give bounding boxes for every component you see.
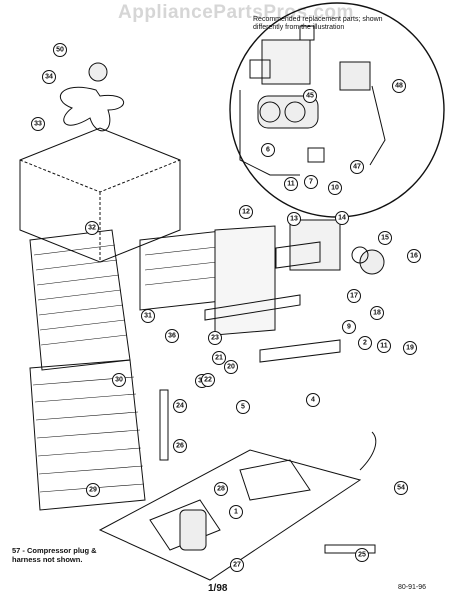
- svg-text:32: 32: [88, 225, 96, 232]
- svg-text:19: 19: [406, 345, 414, 352]
- svg-text:26: 26: [176, 443, 184, 450]
- callout-20: 20: [224, 360, 238, 374]
- control-panel: [214, 225, 276, 336]
- svg-text:27: 27: [233, 562, 241, 569]
- callout-30: 30: [112, 373, 126, 387]
- fan-blade: [60, 86, 125, 132]
- callout-18: 18: [370, 306, 384, 320]
- callout-28: 28: [214, 482, 228, 496]
- svg-text:45: 45: [306, 93, 314, 100]
- svg-text:36: 36: [168, 333, 176, 340]
- svg-text:17: 17: [350, 293, 358, 300]
- callout-24: 24: [173, 399, 187, 413]
- callout-17: 17: [347, 289, 361, 303]
- svg-text:7: 7: [309, 179, 313, 186]
- svg-text:16: 16: [410, 253, 418, 260]
- svg-text:21: 21: [215, 355, 223, 362]
- callout-54: 54: [394, 481, 408, 495]
- callout-7: 7: [304, 175, 318, 189]
- callout-22: 22: [201, 373, 215, 387]
- callout-21: 21: [212, 351, 226, 365]
- svg-text:22: 22: [204, 377, 212, 384]
- callout-36: 36: [165, 329, 179, 343]
- svg-text:34: 34: [45, 74, 53, 81]
- svg-text:15: 15: [381, 235, 389, 242]
- cabinet: [19, 127, 181, 263]
- fan-motor: [88, 62, 108, 82]
- svg-text:28: 28: [217, 486, 225, 493]
- svg-text:12: 12: [242, 209, 250, 216]
- callout-4: 4: [306, 393, 320, 407]
- base-pan: [98, 449, 362, 581]
- svg-text:10: 10: [331, 185, 339, 192]
- svg-text:25: 25: [358, 552, 366, 559]
- callout-45: 45: [303, 89, 317, 103]
- callout-15: 15: [378, 231, 392, 245]
- callout-34: 34: [42, 70, 56, 84]
- svg-text:24: 24: [176, 403, 184, 410]
- callout-11: 11: [377, 339, 391, 353]
- callout-50: 50: [53, 43, 67, 57]
- svg-text:14: 14: [338, 215, 346, 222]
- callout-33: 33: [31, 117, 45, 131]
- svg-text:48: 48: [395, 83, 403, 90]
- compressor: [179, 509, 207, 551]
- svg-text:11: 11: [287, 181, 295, 188]
- terminal-strip: [204, 294, 301, 321]
- callout-48: 48: [392, 79, 406, 93]
- callout-6: 6: [261, 143, 275, 157]
- svg-text:6: 6: [266, 147, 270, 154]
- svg-text:20: 20: [227, 364, 235, 371]
- callout-26: 26: [173, 439, 187, 453]
- svg-text:31: 31: [144, 313, 152, 320]
- callout-19: 19: [403, 341, 417, 355]
- burner: [257, 95, 319, 129]
- svg-text:11: 11: [380, 343, 388, 350]
- callout-9: 9: [342, 320, 356, 334]
- svg-text:54: 54: [397, 485, 405, 492]
- callout-10: 10: [328, 181, 342, 195]
- svg-text:18: 18: [373, 310, 381, 317]
- callout-23: 23: [208, 331, 222, 345]
- svg-text:13: 13: [290, 216, 298, 223]
- compressor-note: 57 - Compressor plug & harness not shown…: [12, 546, 97, 564]
- callout-47: 47: [350, 160, 364, 174]
- inset-caption: Recommended replacement parts; shown dif…: [253, 16, 383, 31]
- grille: [29, 359, 146, 511]
- callout-27: 27: [230, 558, 244, 572]
- condenser-coil: [29, 229, 131, 371]
- svg-text:5: 5: [241, 404, 245, 411]
- callout-13: 13: [287, 212, 301, 226]
- callout-16: 16: [407, 249, 421, 263]
- svg-text:4: 4: [311, 397, 315, 404]
- callout-5: 5: [236, 400, 250, 414]
- callout-32: 32: [85, 221, 99, 235]
- page-number: 1/98: [208, 583, 228, 594]
- callout-12: 12: [239, 205, 253, 219]
- callout-2: 2: [358, 336, 372, 350]
- callout-29: 29: [86, 483, 100, 497]
- callout-14: 14: [335, 211, 349, 225]
- gas-valve: [261, 39, 311, 85]
- svg-text:47: 47: [353, 164, 361, 171]
- svg-text:1: 1: [234, 509, 238, 516]
- svg-text:9: 9: [347, 324, 351, 331]
- svg-text:23: 23: [211, 335, 219, 342]
- svg-text:33: 33: [34, 121, 42, 128]
- callout-31: 31: [141, 309, 155, 323]
- svg-text:29: 29: [89, 487, 97, 494]
- callout-1: 1: [229, 505, 243, 519]
- svg-text:2: 2: [363, 340, 367, 347]
- svg-text:50: 50: [56, 47, 64, 54]
- diagram-code: 80-91-96: [398, 584, 427, 591]
- callout-25: 25: [355, 548, 369, 562]
- callout-11b: 11: [284, 177, 298, 191]
- watermark: AppliancePartsPros.com: [118, 2, 354, 23]
- svg-text:30: 30: [115, 377, 123, 384]
